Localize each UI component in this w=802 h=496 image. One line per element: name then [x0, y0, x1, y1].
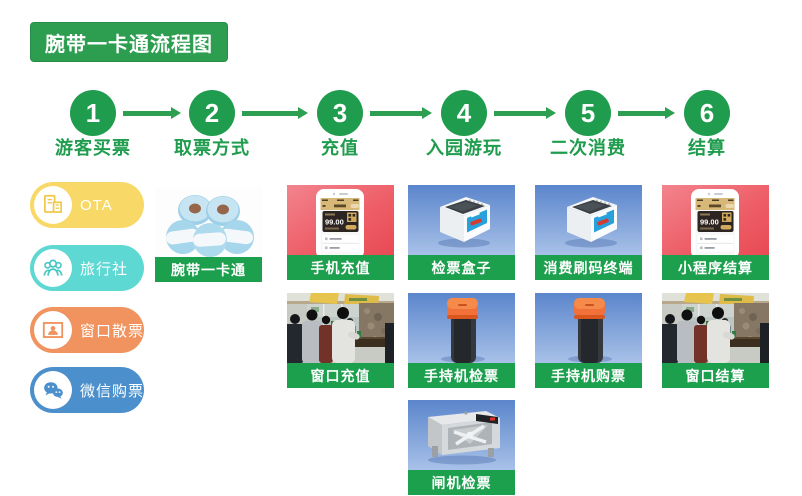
channel-pill-wechat: 微信购票	[30, 367, 144, 413]
step-6-label: 结算	[688, 138, 726, 158]
tile-label: 闸机检票	[408, 470, 515, 495]
tile-wristband-card: 腕带一卡通	[155, 187, 262, 282]
scanner-box-image	[408, 185, 515, 255]
turnstile-image	[408, 400, 515, 470]
arrowhead-icon	[298, 106, 308, 119]
step-6-circle: 6	[684, 90, 730, 136]
tile-gate-check: 闸机检票	[408, 400, 515, 495]
tile-label: 消费刷码终端	[535, 255, 642, 280]
page-title: 腕带一卡通流程图	[30, 22, 228, 62]
tile-phone-recharge: 手机充值	[287, 185, 394, 280]
flow-arrow-2	[242, 106, 308, 119]
tile-label: 腕带一卡通	[155, 257, 262, 282]
photo-icon	[34, 311, 72, 349]
tile-label: 手持机检票	[408, 363, 515, 388]
channel-label: 窗口散票	[80, 322, 145, 340]
tile-handheld-check: 手持机检票	[408, 293, 515, 388]
tile-label: 手机充值	[287, 255, 394, 280]
tile-window-settle: 窗口结算	[662, 293, 769, 388]
tile-label: 窗口结算	[662, 363, 769, 388]
tile-label: 窗口充值	[287, 363, 394, 388]
building-icon	[34, 186, 72, 224]
tile-scan-terminal: 消费刷码终端	[535, 185, 642, 280]
channel-label: 旅行社	[80, 260, 129, 278]
phone-app-image	[287, 185, 394, 255]
phone-app-image	[662, 185, 769, 255]
step-4-label: 入园游玩	[426, 138, 502, 158]
page-title-text: 腕带一卡通流程图	[45, 33, 213, 56]
channel-label: 微信购票	[80, 382, 145, 400]
wristband-rolls-image	[155, 187, 262, 257]
channel-pill-travel-agency: 旅行社	[30, 245, 144, 291]
arrowhead-icon	[665, 106, 675, 119]
tile-handheld-purchase: 手持机购票	[535, 293, 642, 388]
step-3-circle: 3	[317, 90, 363, 136]
handheld-device-image	[535, 293, 642, 363]
group-icon	[34, 249, 72, 287]
flow-arrow-5	[618, 106, 675, 119]
arrowhead-icon	[171, 106, 181, 119]
step-5-label: 二次消费	[550, 138, 626, 158]
tile-label: 小程序结算	[662, 255, 769, 280]
tile-label: 检票盒子	[408, 255, 515, 280]
channel-pill-window-ticket: 窗口散票	[30, 307, 144, 353]
channel-label: OTA	[80, 196, 113, 214]
flow-arrow-4	[494, 106, 556, 119]
step-1-circle: 1	[70, 90, 116, 136]
tile-ticket-check-box: 检票盒子	[408, 185, 515, 280]
tile-miniprogram-settle: 小程序结算	[662, 185, 769, 280]
tile-window-recharge: 窗口充值	[287, 293, 394, 388]
ticket-window-photo	[662, 293, 769, 363]
handheld-device-image	[408, 293, 515, 363]
step-2-label: 取票方式	[174, 138, 250, 158]
step-2-circle: 2	[189, 90, 235, 136]
step-1-label: 游客买票	[55, 138, 131, 158]
channel-pill-ota: OTA	[30, 182, 144, 228]
flow-arrow-1	[123, 106, 181, 119]
scanner-box-image	[535, 185, 642, 255]
step-5-circle: 5	[565, 90, 611, 136]
tile-label: 手持机购票	[535, 363, 642, 388]
ticket-window-photo	[287, 293, 394, 363]
step-3-label: 充值	[321, 138, 359, 158]
flow-arrow-3	[370, 106, 432, 119]
wechat-icon	[34, 371, 72, 409]
arrowhead-icon	[546, 106, 556, 119]
step-4-circle: 4	[441, 90, 487, 136]
arrowhead-icon	[422, 106, 432, 119]
